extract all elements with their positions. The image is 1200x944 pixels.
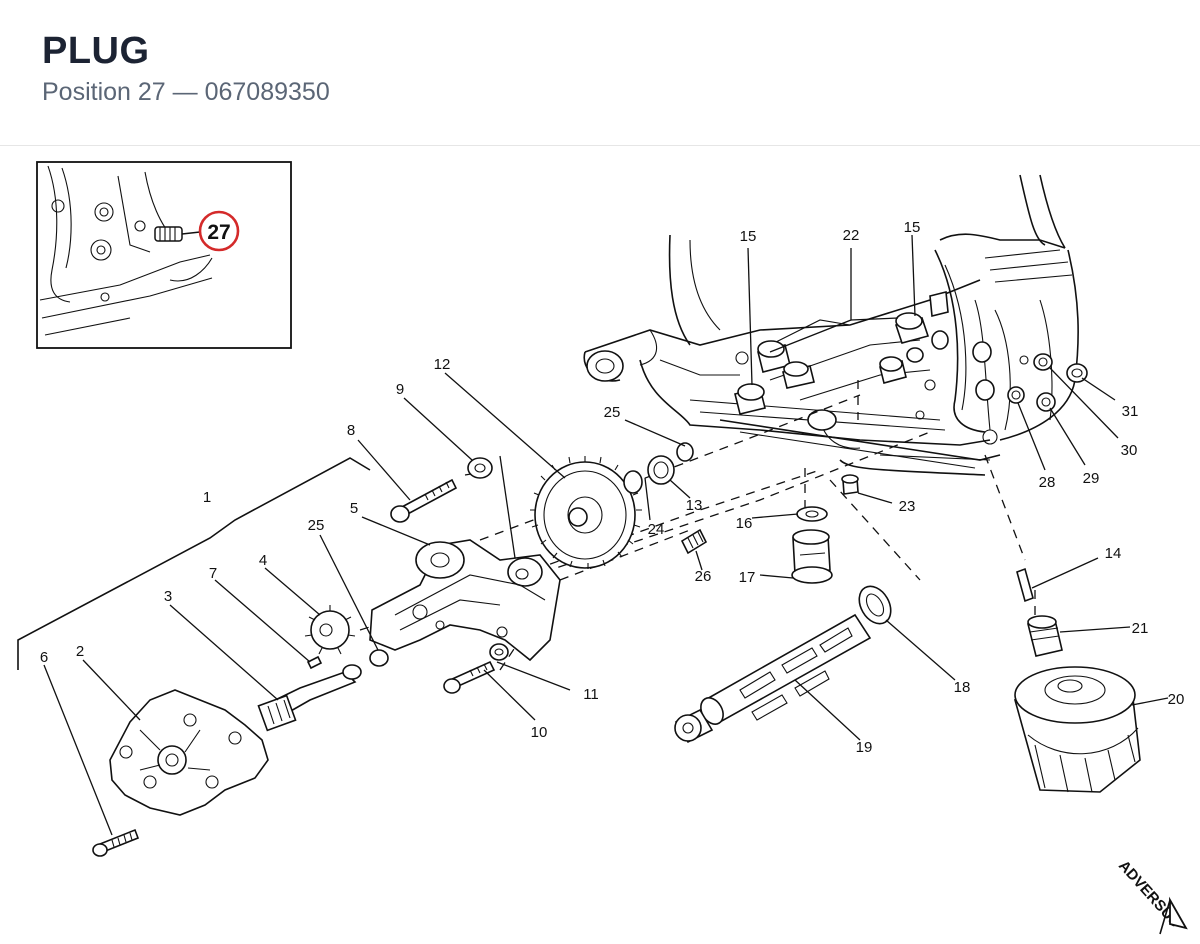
page-title: PLUG: [42, 30, 150, 72]
exploded-parts-diagram: 27: [17, 161, 1188, 935]
engine-crankcase: [583, 174, 1088, 476]
washer-16-part: [796, 506, 828, 522]
callout-3: 3: [164, 588, 172, 605]
circlip-25-upper-part: [676, 442, 694, 462]
inset-detail: 27: [36, 161, 292, 349]
callout-19: 19: [856, 739, 873, 756]
callout-24: 24: [648, 521, 665, 538]
callout-25-upper: 25: [604, 404, 621, 421]
callout-30: 30: [1121, 442, 1138, 459]
adversus-logo: ADVERSUS: [1115, 857, 1188, 935]
gear-4-part: [304, 605, 356, 655]
plug-27-part: [154, 226, 183, 242]
callout-22: 22: [843, 227, 860, 244]
callout-4: 4: [259, 552, 267, 569]
callout-9: 9: [396, 381, 404, 398]
callout-17: 17: [739, 569, 756, 586]
assembly-bracket-1: [17, 457, 371, 670]
callout-13: 13: [686, 497, 703, 514]
callout-1: 1: [203, 489, 211, 506]
page-subtitle: Position 27 — 067089350: [42, 78, 330, 106]
callout-28: 28: [1039, 474, 1056, 491]
washer-9-part: [467, 457, 493, 479]
highlight-circle: [198, 210, 240, 252]
callout-6: 6: [40, 649, 48, 666]
callout-23: 23: [899, 498, 916, 515]
strainer-19-part: [674, 613, 872, 744]
page-header: PLUG Position 27 — 067089350: [0, 0, 1200, 146]
callout-21: 21: [1132, 620, 1149, 637]
callout-8: 8: [347, 422, 355, 439]
gear-12-part: [530, 456, 642, 569]
callout-26: 26: [695, 568, 712, 585]
pump-cover-part: [109, 689, 269, 816]
callout-27: 27: [207, 221, 230, 244]
pump-body-5-part: [369, 539, 561, 662]
circlip-25-lower-part: [369, 649, 389, 667]
plug-26-part: [680, 528, 708, 555]
callout-20: 20: [1168, 691, 1185, 708]
pressure-valve-17-part: [791, 529, 833, 584]
callout-15-right: 15: [904, 219, 921, 236]
o-ring-18-part: [858, 585, 892, 625]
callout-16: 16: [736, 515, 753, 532]
oil-filter-20-part: [1013, 666, 1141, 793]
union-parts-28-31: [1007, 353, 1088, 412]
callout-11: 11: [583, 686, 599, 703]
callout-31: 31: [1122, 403, 1139, 420]
bolt-10-part: [443, 660, 496, 694]
leader-lines: [43, 234, 1169, 836]
callout-18: 18: [954, 679, 971, 696]
plug-23-part: [841, 474, 859, 495]
bolt-8-part: [390, 478, 458, 523]
callout-12: 12: [434, 356, 451, 373]
callout-14: 14: [1105, 545, 1122, 562]
callout-2: 2: [76, 643, 84, 660]
seal-13-part: [647, 455, 675, 485]
gear-shaft-3-part: [257, 664, 362, 732]
screw-6-part: [92, 828, 140, 857]
callout-29: 29: [1083, 470, 1100, 487]
callout-15-left: 15: [740, 228, 757, 245]
callout-25-lower: 25: [308, 517, 325, 534]
callout-10: 10: [531, 724, 548, 741]
bush-part: [734, 290, 995, 415]
callout-labels: 1 2 3 4 5 6 7 8 9 10 11 12 13 14 15 15 1…: [40, 219, 1185, 756]
callout-5: 5: [350, 500, 358, 517]
washer-11-part: [489, 643, 509, 661]
pin-14-part: [1016, 567, 1034, 603]
callout-7: 7: [209, 565, 217, 582]
key-7-part: [306, 655, 323, 670]
nipple-21-part: [1027, 615, 1063, 657]
ring-24-part: [623, 470, 643, 494]
